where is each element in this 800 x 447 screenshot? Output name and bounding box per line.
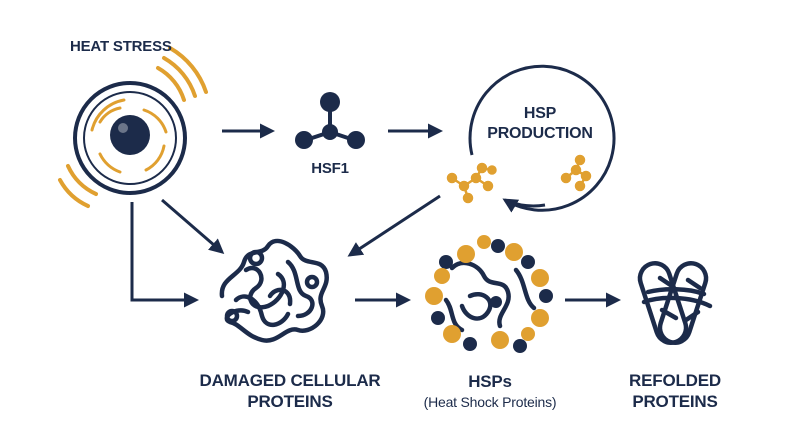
damaged-line2: PROTEINS xyxy=(247,392,333,411)
refolded-line2: PROTEINS xyxy=(632,392,718,411)
damaged-line1: DAMAGED CELLULAR xyxy=(199,371,381,390)
refolded-proteins-label: REFOLDED PROTEINS xyxy=(610,370,740,412)
arrow-production-to-damaged xyxy=(347,194,441,257)
cell-icon xyxy=(73,81,187,195)
flow-arrows xyxy=(130,123,621,308)
hsps-subtitle: (Heat Shock Proteins) xyxy=(423,394,557,410)
heat-wave-icon xyxy=(58,46,208,208)
hsp-production-label: HSP PRODUCTION xyxy=(455,104,625,144)
heat-stress-label: HEAT STRESS xyxy=(70,38,172,55)
tangled-protein-icon xyxy=(219,238,329,343)
hsp-bound-protein-icon xyxy=(425,235,553,353)
hsf1-molecule-icon xyxy=(295,92,365,149)
hsf1-label: HSF1 xyxy=(311,160,349,177)
cycle-arrow-icon xyxy=(468,64,616,213)
arrow-cell-down-to-damaged xyxy=(130,202,199,308)
hsps-label: HSPs xyxy=(468,372,512,391)
hsp-production-line1: HSP xyxy=(523,105,557,122)
refolded-protein-icon xyxy=(637,261,713,345)
hsp-production-line2: PRODUCTION xyxy=(487,125,593,142)
arrow-cell-to-damaged xyxy=(161,198,225,254)
hsp-molecule-icon xyxy=(560,154,592,192)
damaged-proteins-label: DAMAGED CELLULAR PROTEINS xyxy=(190,370,390,412)
refolded-line1: REFOLDED xyxy=(629,371,721,390)
hsp-molecule-icon xyxy=(446,162,497,204)
